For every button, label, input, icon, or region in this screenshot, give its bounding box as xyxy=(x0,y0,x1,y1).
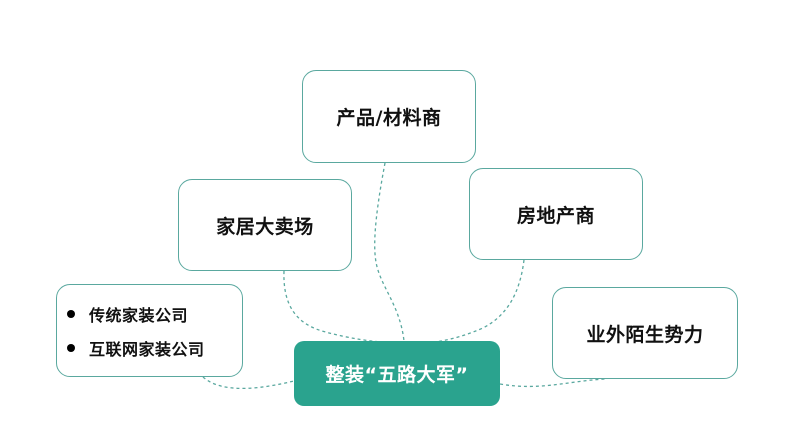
connector-materials xyxy=(374,162,405,342)
center-label: 整装“五路大军” xyxy=(325,364,469,386)
node-materials-supplier: 产品/材料商 xyxy=(302,70,476,163)
node-outside-industry-forces: 业外陌生势力 xyxy=(552,287,738,379)
center-node: 整装“五路大军” xyxy=(294,341,500,406)
bullet-label: 互联网家装公司 xyxy=(89,339,205,359)
node-label: 业外陌生势力 xyxy=(586,323,704,346)
connector-real-estate xyxy=(424,259,525,344)
bullet-dot-icon xyxy=(67,343,75,352)
connector-outsiders xyxy=(499,378,606,388)
connector-home-store xyxy=(283,270,396,344)
connector-companies xyxy=(202,376,295,390)
node-real-estate-developer: 房地产商 xyxy=(469,168,643,260)
node-label: 家居大卖场 xyxy=(216,215,314,238)
bullet-dot-icon xyxy=(67,309,75,318)
node-home-furnishing-store: 家居大卖场 xyxy=(178,179,352,271)
bullet-label: 传统家装公司 xyxy=(89,305,189,325)
bullet-item: 互联网家装公司 xyxy=(67,336,205,360)
node-decoration-companies: 传统家装公司 互联网家装公司 xyxy=(56,284,243,377)
node-label: 产品/材料商 xyxy=(336,107,442,129)
bullet-item: 传统家装公司 xyxy=(67,302,188,326)
node-label: 房地产商 xyxy=(516,204,595,227)
